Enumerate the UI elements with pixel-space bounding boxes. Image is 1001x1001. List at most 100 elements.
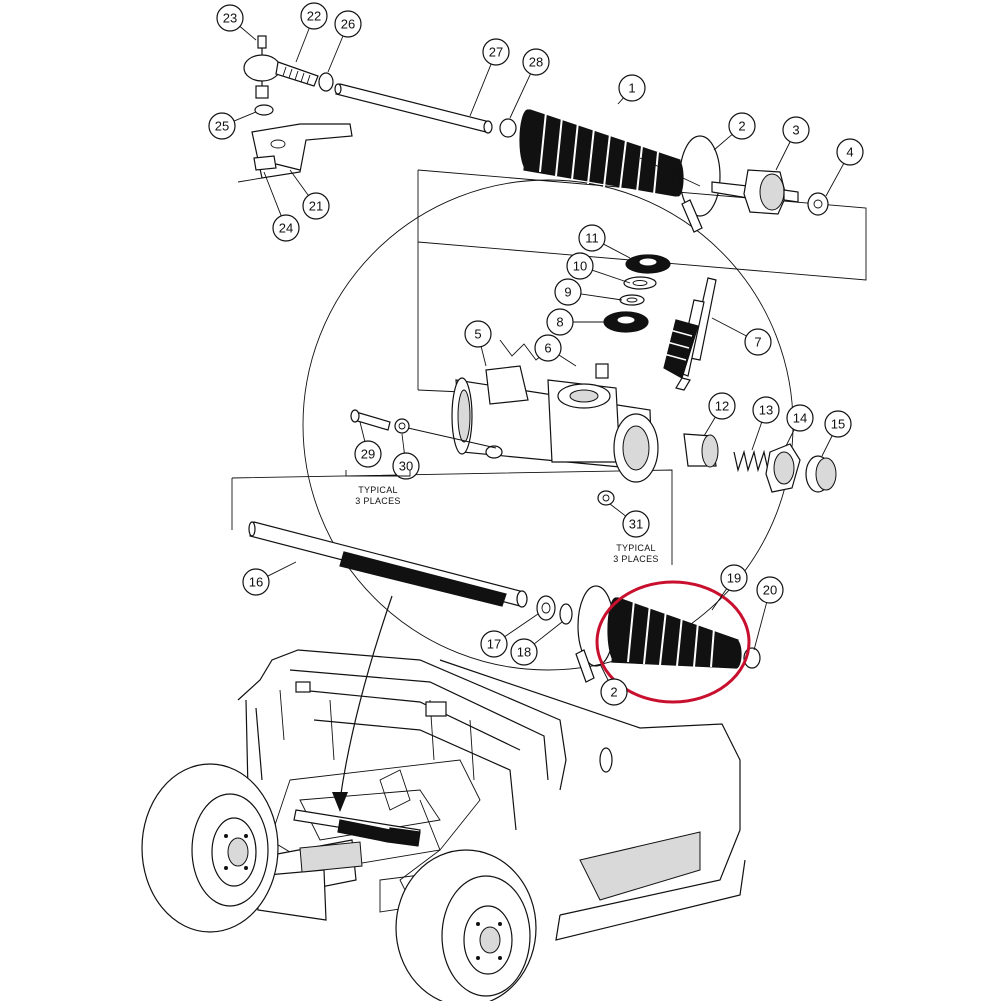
- leader-line-25: [233, 111, 257, 122]
- leader-line-10: [592, 269, 631, 284]
- small-boot-clamp: [743, 647, 761, 669]
- callout-circle: [546, 308, 574, 336]
- leader-line-5: [480, 346, 487, 367]
- location-arrow: [332, 595, 393, 812]
- mounting-bolt-and-washer: [350, 409, 497, 449]
- callout-circle: [334, 10, 362, 38]
- callout-circle: [482, 38, 510, 66]
- callout-number: 24: [279, 221, 293, 236]
- callout-number: 6: [544, 341, 551, 356]
- callout-26: 26: [334, 10, 362, 38]
- snap-ring: [559, 603, 573, 625]
- lock-cap: [805, 455, 837, 493]
- callout-12: 12: [708, 392, 736, 420]
- leader-line-29: [359, 421, 366, 442]
- mounting-nut: [597, 490, 615, 506]
- callout-circle: [208, 112, 236, 140]
- callout-number: 19: [727, 571, 741, 586]
- callout-number: 23: [223, 11, 237, 26]
- typical-note-right-line2: 3 PLACES: [613, 554, 658, 564]
- leader-line-26: [327, 35, 344, 73]
- callout-17: 17: [480, 630, 508, 658]
- callout-circle: [786, 404, 814, 432]
- callout-number: 7: [754, 335, 761, 350]
- leader-line-22: [295, 27, 310, 63]
- callout-27: 27: [482, 38, 510, 66]
- callout-circle: [242, 568, 270, 596]
- pinion-shaft: [663, 277, 717, 391]
- callout-number: 2: [610, 685, 617, 700]
- callout-number: 12: [715, 399, 729, 414]
- bearing-stack: [603, 254, 671, 333]
- callout-number: 29: [361, 447, 375, 462]
- callout-19: 19: [720, 564, 748, 592]
- callout-number: 14: [793, 411, 807, 426]
- callout-7: 7: [744, 328, 772, 356]
- callout-24: 24: [272, 214, 300, 242]
- callout-30: 30: [392, 452, 420, 480]
- leader-line-19: [711, 588, 728, 611]
- callout-13: 13: [752, 396, 780, 424]
- callout-number: 8: [556, 315, 563, 330]
- tie-rod: [334, 83, 493, 134]
- callout-circle: [752, 396, 780, 424]
- leader-line-17: [504, 613, 539, 638]
- callout-circle: [720, 564, 748, 592]
- callout-28: 28: [522, 48, 550, 76]
- steering-rack: [248, 521, 528, 608]
- leader-line-20: [753, 602, 768, 651]
- callout-number: 25: [215, 119, 229, 134]
- callout-number: 3: [792, 123, 799, 138]
- leader-line-14: [785, 429, 795, 447]
- leader-line-23: [239, 26, 257, 41]
- callout-circle: [728, 112, 756, 140]
- callout-number: 11: [585, 231, 599, 246]
- callout-number: 9: [564, 285, 571, 300]
- callout-8: 8: [546, 308, 574, 336]
- callout-10: 10: [566, 252, 594, 280]
- callout-number: 28: [529, 55, 543, 70]
- callout-circle: [216, 4, 244, 32]
- callout-number: 20: [763, 583, 777, 598]
- callout-number: 21: [309, 199, 323, 214]
- leader-line-24: [263, 171, 282, 217]
- leader-line-4: [825, 163, 845, 197]
- callout-number: 13: [759, 403, 773, 418]
- callout-circle: [522, 48, 550, 76]
- leader-line-6: [558, 354, 577, 367]
- boot-clamp-upper: [679, 135, 721, 233]
- callout-23: 23: [216, 4, 244, 32]
- rack-washer: [536, 595, 556, 621]
- callout-circle: [554, 278, 582, 306]
- lock-washer: [807, 192, 829, 216]
- leader-line-16: [267, 561, 297, 577]
- callout-number: 4: [846, 145, 853, 160]
- leader-line-21: [289, 169, 309, 196]
- leader-line-3: [775, 141, 791, 171]
- typical-note-right-line1: TYPICAL: [616, 543, 656, 553]
- callout-circle: [510, 638, 538, 666]
- callout-circle: [480, 630, 508, 658]
- callout-18: 18: [510, 638, 538, 666]
- leader-line-12: [703, 416, 716, 437]
- callout-circle: [782, 116, 810, 144]
- callout-11: 11: [578, 224, 606, 252]
- leader-line-9: [580, 293, 623, 301]
- rack-yoke: [683, 433, 719, 468]
- callout-2: 2: [600, 678, 628, 706]
- callout-number: 10: [573, 259, 587, 274]
- callout-circle: [600, 678, 628, 706]
- callout-5: 5: [464, 320, 492, 348]
- callout-circle: [534, 334, 562, 362]
- leader-line-28: [509, 73, 531, 119]
- typical-note-left: TYPICAL 3 PLACES: [345, 470, 411, 506]
- leader-line-30: [401, 433, 405, 454]
- callout-circle: [744, 328, 772, 356]
- adjuster-plug: [765, 443, 801, 493]
- leader-line-11: [603, 243, 631, 259]
- callout-9: 9: [554, 278, 582, 306]
- callout-circle: [300, 2, 328, 30]
- callout-circle: [392, 452, 420, 480]
